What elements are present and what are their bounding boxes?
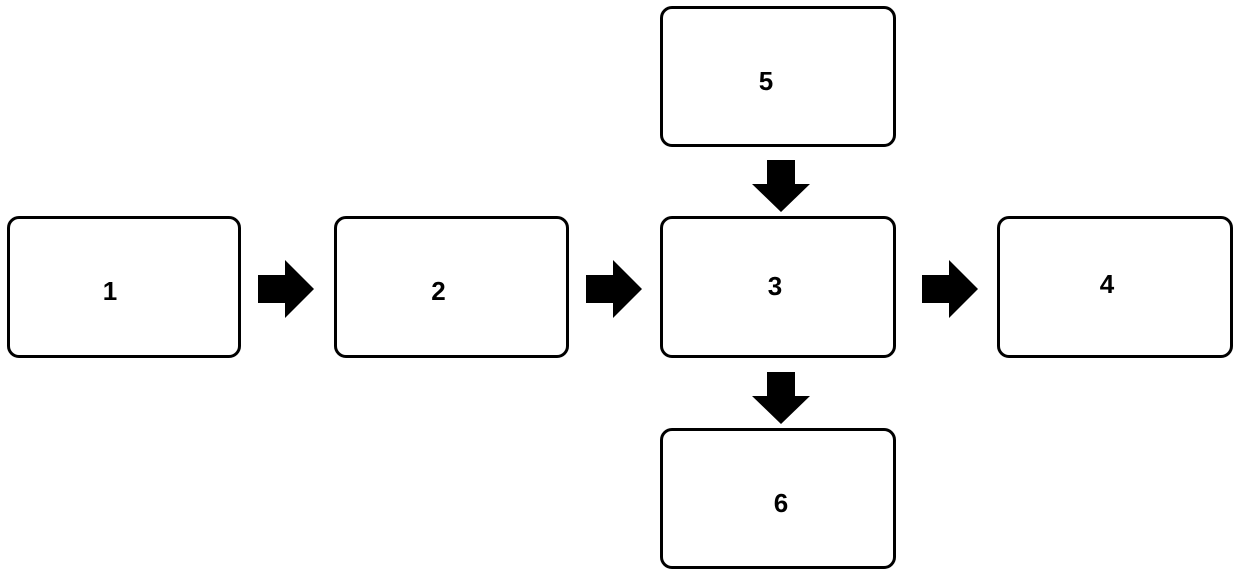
arrow-down-icon: [752, 372, 810, 424]
node-6-label: 6: [774, 490, 788, 516]
arrow-right-icon: [586, 260, 642, 318]
node-6-box: 6: [660, 428, 896, 569]
arrow-shape: [752, 160, 810, 212]
arrow-down-icon: [752, 160, 810, 212]
arrow-shape: [752, 372, 810, 424]
node-4-box: 4: [997, 216, 1233, 358]
node-1-box: 1: [7, 216, 241, 358]
node-4-label: 4: [1100, 271, 1114, 297]
arrow-right-icon: [258, 260, 314, 318]
arrow-shape: [586, 260, 642, 318]
node-3-box: 3: [660, 216, 896, 358]
arrow-shape: [258, 260, 314, 318]
node-5-box: 5: [660, 6, 896, 147]
node-1-label: 1: [103, 278, 117, 304]
node-2-box: 2: [334, 216, 569, 358]
node-5-label: 5: [759, 68, 773, 94]
node-3-label: 3: [768, 273, 782, 299]
arrow-right-icon: [922, 260, 978, 318]
arrow-shape: [922, 260, 978, 318]
node-2-label: 2: [431, 278, 445, 304]
